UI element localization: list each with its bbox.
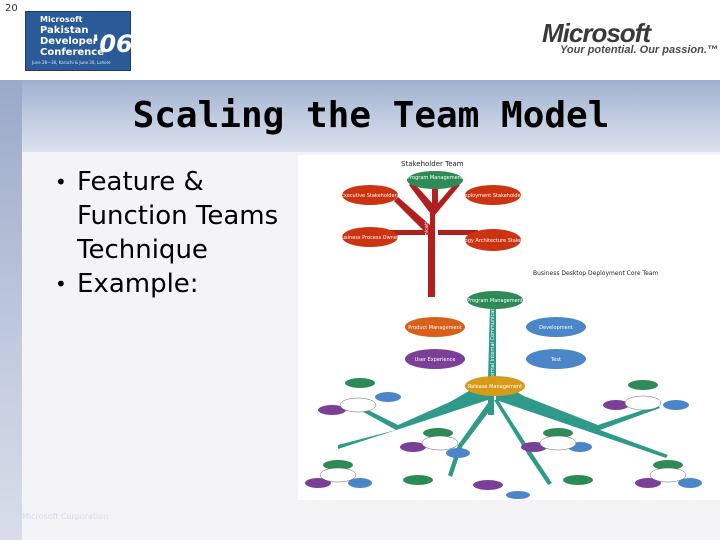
core-role-node: Release Management bbox=[465, 376, 525, 396]
slide-title: Scaling the Team Model bbox=[132, 95, 610, 136]
core-branch-right bbox=[496, 385, 668, 458]
stakeholder-trunk bbox=[394, 180, 460, 297]
event-logo-year: '06 bbox=[92, 30, 133, 58]
feature-team-cluster bbox=[305, 460, 372, 488]
bullet-item: Feature & Function Teams Technique bbox=[55, 165, 305, 267]
svg-text:Business Process Owners: Business Process Owners bbox=[338, 235, 402, 241]
svg-text:Program Management: Program Management bbox=[467, 298, 523, 304]
diagram-vertical-label: Formal Internal Communication bbox=[490, 301, 496, 380]
core-branch-down bbox=[448, 400, 494, 477]
svg-text:Program Management: Program Management bbox=[407, 175, 463, 181]
event-logo-line: Conference bbox=[40, 47, 105, 58]
svg-text:Release Management: Release Management bbox=[468, 384, 522, 390]
diagram-core-label: Business Desktop Deployment Core Team bbox=[533, 270, 658, 277]
event-logo-line: Developer bbox=[40, 36, 98, 47]
core-role-node: User Experience bbox=[405, 349, 465, 369]
svg-text:Product Management: Product Management bbox=[408, 325, 462, 331]
svg-text:Deployment Stakeholders: Deployment Stakeholders bbox=[461, 193, 526, 199]
bullet-list: Feature & Function Teams Technique Examp… bbox=[55, 165, 305, 301]
diagram-top-label: Stakeholder Team bbox=[401, 160, 464, 168]
feature-team-cluster bbox=[603, 380, 689, 411]
stakeholder-node: Program Management bbox=[407, 171, 463, 189]
feature-team-cluster bbox=[400, 428, 470, 458]
title-band bbox=[22, 80, 720, 152]
microsoft-wordmark: Microsoft bbox=[542, 18, 651, 48]
core-role-node: Program Management bbox=[467, 291, 523, 309]
slide-number: 20 bbox=[5, 3, 18, 14]
bullet-item: Example: bbox=[55, 267, 305, 301]
core-branch-left bbox=[338, 385, 488, 449]
event-logo-line: Pakistan bbox=[40, 25, 89, 36]
diagram-vertical-label: Formal Stakeholder Communication bbox=[424, 215, 430, 305]
core-branch-down bbox=[494, 400, 552, 485]
stakeholder-node: Technology Architecture Stakeholders bbox=[445, 229, 541, 251]
left-decoration-stripe bbox=[0, 80, 22, 540]
svg-text:User Experience: User Experience bbox=[415, 357, 456, 363]
feature-team-cluster bbox=[521, 428, 592, 452]
core-role-node: Development bbox=[526, 317, 586, 337]
feature-team-cluster bbox=[318, 378, 401, 415]
event-logo: Microsoft Pakistan Developer Conference … bbox=[25, 11, 133, 71]
core-role-node: Test bbox=[526, 349, 586, 369]
svg-text:Executive Stakeholders: Executive Stakeholders bbox=[341, 193, 400, 199]
feature-team-cluster bbox=[403, 475, 593, 499]
svg-text:Technology Architecture Stakeh: Technology Architecture Stakeholders bbox=[445, 238, 541, 244]
core-role-node: Product Management bbox=[405, 317, 465, 337]
footer-note: Microsoft Corporation bbox=[22, 512, 109, 521]
svg-text:Development: Development bbox=[539, 325, 573, 331]
stakeholder-node: Executive Stakeholders bbox=[341, 185, 400, 205]
stakeholder-node: Business Process Owners bbox=[338, 227, 402, 247]
diagram-background bbox=[298, 155, 720, 500]
microsoft-tagline: Your potential. Our passion.™ bbox=[560, 44, 718, 56]
stakeholder-node: Deployment Stakeholders bbox=[461, 185, 526, 205]
stakeholder-branch bbox=[438, 230, 478, 235]
feature-team-cluster bbox=[635, 460, 702, 488]
core-trunk bbox=[436, 305, 548, 415]
team-model-diagram: Stakeholder Team Formal Stakeholder Comm… bbox=[298, 155, 720, 500]
event-logo-brand: Microsoft bbox=[40, 15, 83, 24]
svg-text:Test: Test bbox=[550, 357, 561, 363]
event-logo-dates: June 28—30, Karachi & June 30, Lahore bbox=[32, 60, 111, 65]
